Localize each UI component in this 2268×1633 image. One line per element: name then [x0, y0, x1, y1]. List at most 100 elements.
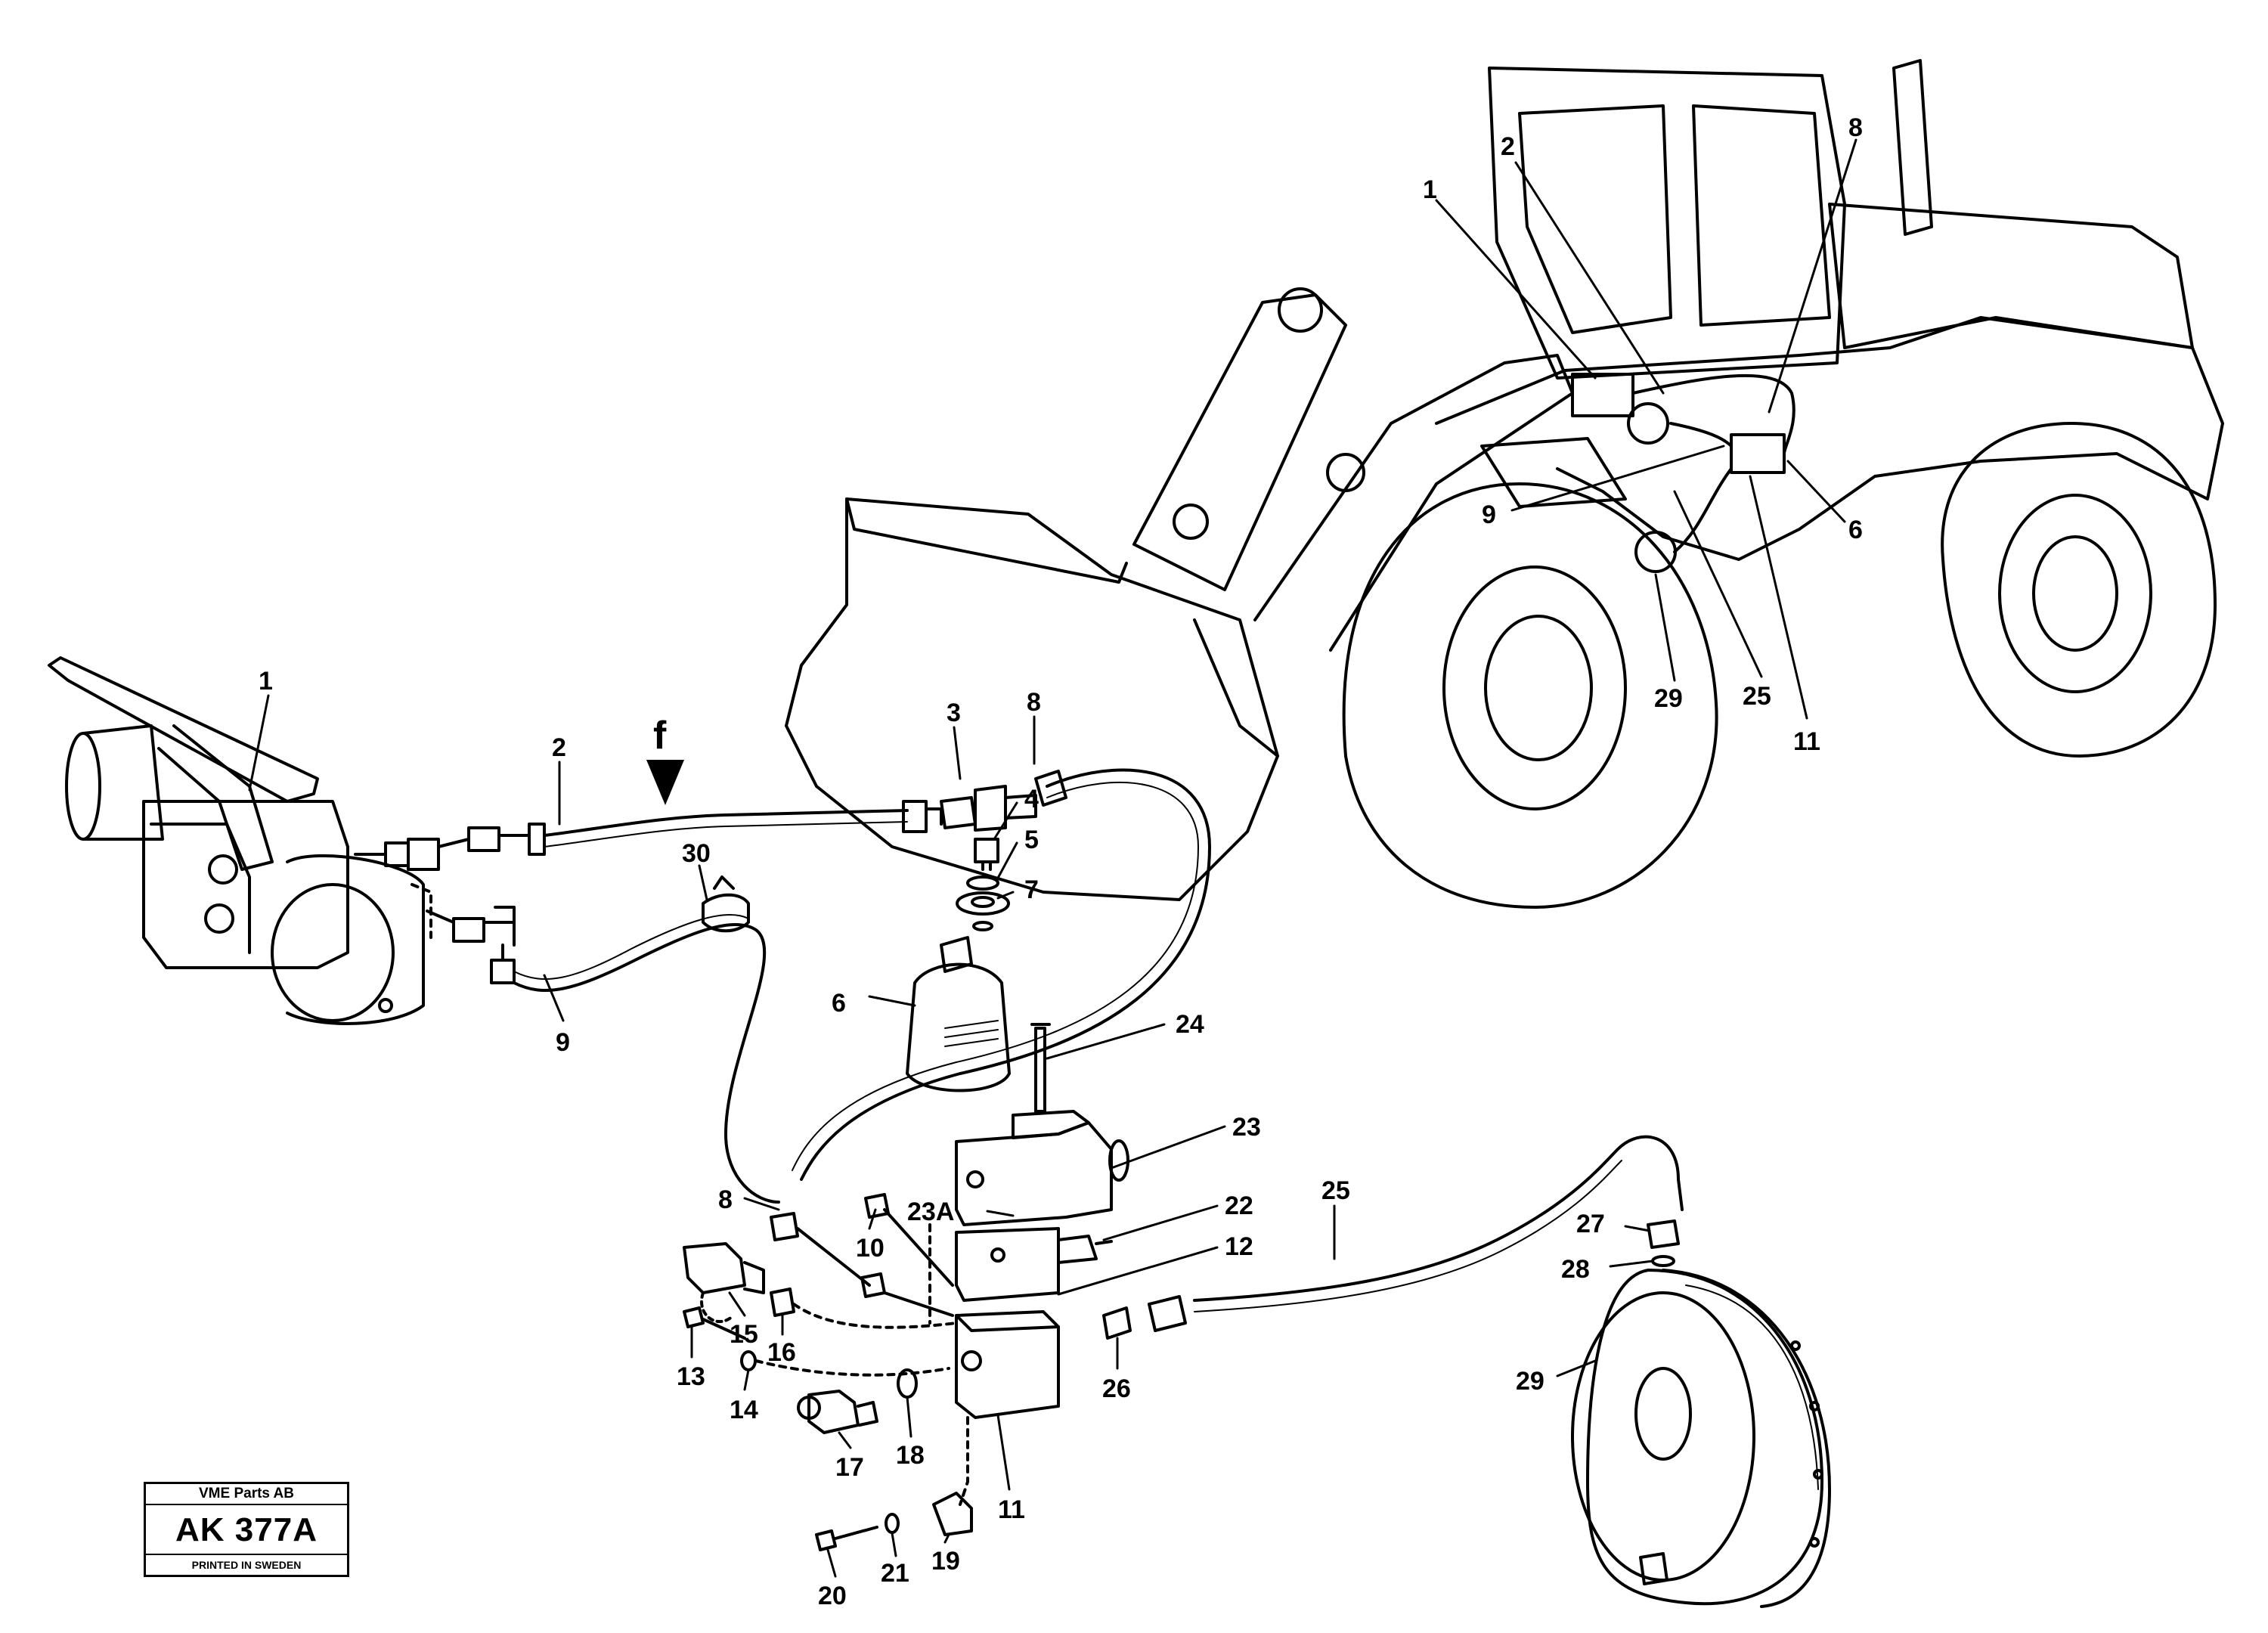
leader-m9: [1510, 445, 1725, 512]
leader-lines: [248, 138, 1857, 1578]
brake-chamber-fitting: [1639, 1552, 1668, 1585]
leader-11: [996, 1414, 1011, 1491]
air-reservoir-drum: [286, 854, 425, 1025]
brake-chamber-face: [1571, 1291, 1755, 1582]
callout-1: 1: [259, 667, 273, 696]
callout-7: 7: [1024, 875, 1039, 904]
callout-12: 12: [1225, 1232, 1253, 1261]
loader-chassis: [1435, 316, 2224, 561]
leader-14: [743, 1368, 750, 1391]
front-rim: [1442, 566, 1627, 810]
bracket-19: [932, 1492, 973, 1536]
callout-25: 25: [1321, 1176, 1350, 1205]
sensor-15-cable: [700, 1291, 735, 1324]
machine-brake-valve: [1571, 373, 1634, 417]
dashed-link-upper: [411, 883, 432, 939]
nut-7-inner: [971, 896, 995, 908]
dashed-block-link: [928, 1223, 969, 1506]
switch-17: [807, 1390, 878, 1434]
callout-9: 9: [556, 1028, 570, 1057]
flow-marker-label: f: [653, 714, 667, 758]
valve-port-upper: [208, 854, 238, 885]
loader-lift-arm: [1132, 293, 1347, 591]
brake-pedal: [48, 656, 319, 803]
washer-21: [885, 1513, 900, 1534]
leader-30: [698, 864, 708, 901]
machine-callout-9: 9: [1482, 500, 1496, 529]
callout-11: 11: [998, 1495, 1025, 1524]
rear-hub: [2032, 535, 2118, 652]
machine-brake-line: [1631, 373, 1796, 455]
hose-9-inner: [513, 913, 749, 980]
callout-23a: 23A: [907, 1198, 954, 1226]
brake-valve-assembly: [48, 656, 546, 1025]
wheel-loader-illustration: [785, 59, 2224, 909]
accumulator-label: [944, 1020, 999, 1047]
fitting-27: [1647, 1219, 1680, 1249]
loader-step: [1480, 437, 1627, 508]
loader-bucket: [785, 497, 1279, 901]
nipple-10-upper: [864, 1193, 890, 1219]
pressure-switch-22: [1057, 1235, 1113, 1264]
brake-chamber-rim-inner: [1685, 1284, 1819, 1490]
switch-17-end: [797, 1396, 821, 1420]
leader-24: [1046, 1023, 1166, 1060]
reservoir-plug: [378, 998, 393, 1013]
machine-callout-8: 8: [1848, 113, 1863, 142]
dashed-16: [792, 1303, 958, 1329]
loader-engine-hood: [1828, 203, 2194, 349]
small-parts: [683, 1193, 973, 1551]
pipe-2-nut: [902, 796, 977, 833]
stamp-printed: PRINTED IN SWEDEN: [146, 1554, 347, 1575]
exhaust-pipe: [1892, 59, 1933, 236]
callout-29: 29: [1516, 1367, 1545, 1396]
solenoid-knob: [1108, 1139, 1129, 1182]
solenoid-coil: [1012, 1110, 1090, 1139]
lower-fittings: [426, 906, 516, 984]
leader-27: [1624, 1225, 1651, 1232]
hose-8-end-fitting: [1034, 770, 1067, 807]
machine-callout-11: 11: [1793, 727, 1820, 756]
sensor-15: [683, 1242, 765, 1294]
washer-5: [966, 875, 999, 891]
machine-brake-hose: [1673, 467, 1733, 553]
clamp-30: [702, 875, 750, 933]
callout-19: 19: [931, 1547, 960, 1576]
leader-18: [906, 1396, 912, 1438]
callout-23: 23: [1232, 1113, 1261, 1142]
nipple-8-lower: [770, 1212, 799, 1241]
callout-27: 27: [1576, 1210, 1605, 1238]
front-hub: [1484, 615, 1593, 761]
leader-4: [993, 801, 1018, 841]
callout-16: 16: [767, 1338, 796, 1367]
rear-rim: [1998, 494, 2152, 693]
leader-5: [995, 841, 1018, 882]
brake-chamber-hole: [1634, 1367, 1692, 1461]
dashed-14: [754, 1359, 950, 1377]
hose-25-inner: [1194, 1160, 1622, 1312]
leader-28: [1609, 1260, 1654, 1268]
screw-13: [683, 1306, 746, 1340]
chamber-bolt-2: [1809, 1401, 1820, 1411]
machine-callout-1: 1: [1423, 175, 1437, 204]
hose-8-inner: [792, 781, 1199, 1171]
hose-8: [800, 768, 1211, 1181]
union-26: [1102, 1295, 1187, 1340]
brake-chamber-29: [1571, 1269, 1831, 1608]
washer-14: [740, 1350, 757, 1371]
hose-25: [1193, 1135, 1684, 1302]
hose-9: [513, 922, 780, 1204]
callout-10: 10: [856, 1234, 885, 1263]
leader-12: [1057, 1246, 1219, 1296]
arm-pivot-rear: [1326, 453, 1365, 492]
rear-tire: [1941, 422, 2217, 758]
chamber-bolt-3: [1813, 1469, 1823, 1480]
leader-20: [826, 1548, 837, 1578]
callout-5: 5: [1024, 826, 1039, 854]
leader-8b: [743, 1197, 780, 1211]
brake-chamber-body: [1586, 1269, 1823, 1606]
parts-stamp: VME Parts AB AK 377A PRINTED IN SWEDEN: [144, 1482, 349, 1577]
machine-callout-29: 29: [1654, 684, 1683, 713]
block-11-top: [955, 1314, 1060, 1332]
callout-4: 4: [1024, 785, 1039, 813]
